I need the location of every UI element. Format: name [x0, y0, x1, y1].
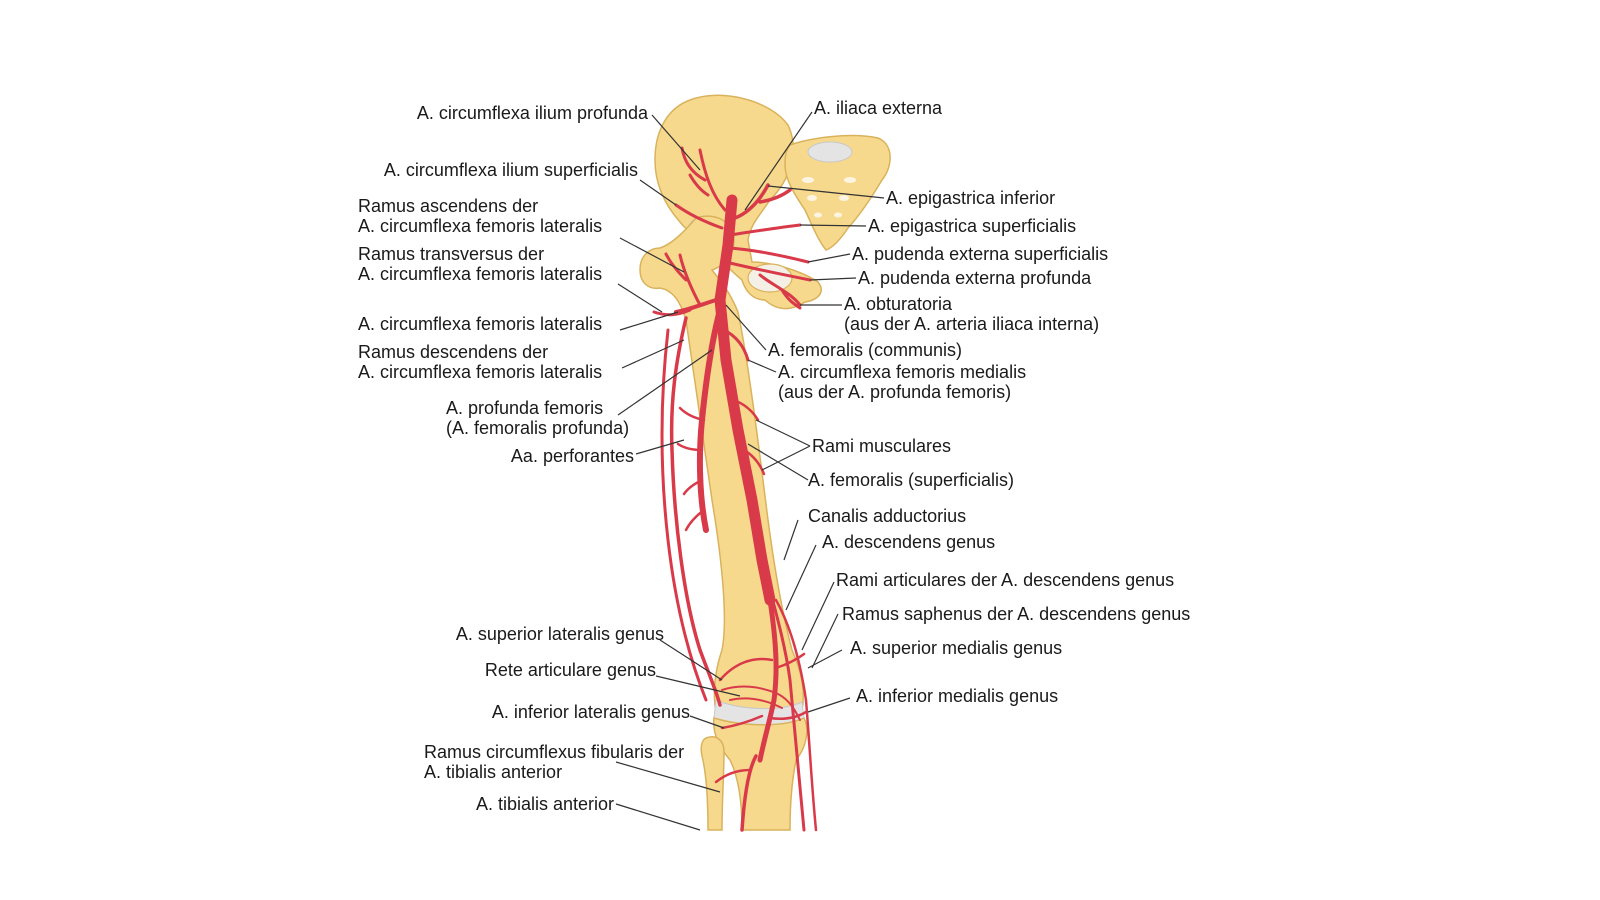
label-ramus-descendens-line1: Ramus descendens der: [358, 342, 548, 362]
arteries: [652, 146, 818, 832]
epigastrica-inferior-vessel: [733, 183, 792, 220]
label-pudenda-externa-profunda: A. pudenda externa profunda: [858, 268, 1092, 288]
ramus-descendens-vessel: [669, 316, 722, 707]
inferior-lateralis-genus-vessel: [720, 714, 764, 730]
label-circumflexa-femoris-lateralis: A. circumflexa femoris lateralis: [358, 314, 602, 334]
label-circumflexa-ilium-superficialis: A. circumflexa ilium superficialis: [384, 160, 638, 180]
label-inferior-medialis-genus: A. inferior medialis genus: [856, 686, 1058, 706]
label-ramus-transversus-line1: Ramus transversus der: [358, 244, 544, 264]
label-profunda-femoris-line2: (A. femoralis profunda): [446, 418, 629, 438]
label-ramus-ascendens-line2: A. circumflexa femoris lateralis: [358, 216, 602, 236]
labels: A. circumflexa ilium profunda A. iliaca …: [358, 98, 1190, 814]
popliteal-vessel: [757, 597, 779, 763]
lateral-long-vessel: [660, 328, 708, 702]
label-epigastrica-superficialis: A. epigastrica superficialis: [868, 216, 1076, 236]
superior-lateralis-genus-vessel: [718, 657, 774, 682]
label-canalis-adductorius: Canalis adductorius: [808, 506, 966, 526]
label-inferior-lateralis-genus: A. inferior lateralis genus: [492, 702, 690, 722]
label-ramus-ascendens-line1: Ramus ascendens der: [358, 196, 538, 216]
epigastrica-superficialis-vessel: [728, 223, 802, 237]
ramus-transversus-vessel: [652, 308, 692, 317]
label-rami-musculares: Rami musculares: [812, 436, 951, 456]
label-circumflexa-femoris-medialis-line2: (aus der A. profunda femoris): [778, 382, 1011, 402]
label-circumflexa-femoris-medialis-line1: A. circumflexa femoris medialis: [778, 362, 1026, 382]
ramus-saphenus-vessel: [774, 598, 818, 832]
tibialis-anterior-vessel: [740, 754, 758, 832]
label-superior-medialis-genus: A. superior medialis genus: [850, 638, 1062, 658]
tibia-bone: [712, 717, 808, 831]
circumflexa-femoris-lateralis-vessel: [674, 298, 718, 314]
label-rami-articulares: Rami articulares der A. descendens genus: [836, 570, 1174, 590]
label-profunda-femoris-line1: A. profunda femoris: [446, 398, 603, 418]
inferior-medialis-genus-vessel: [768, 710, 808, 720]
pudenda-externa-superficialis-vessel: [728, 246, 810, 264]
label-femoralis-communis: A. femoralis (communis): [768, 340, 962, 360]
rete-articulare-vessels: [721, 685, 801, 721]
obturatoria-vessel: [758, 273, 802, 310]
main-artery-trunk: [714, 194, 776, 606]
pudenda-externa-profunda-vessel: [724, 260, 812, 282]
label-epigastrica-inferior: A. epigastrica inferior: [886, 188, 1055, 208]
ramus-circumflexus-fibularis-vessel: [714, 768, 752, 784]
label-ramus-circumflexus-line2: A. tibialis anterior: [424, 762, 562, 782]
descendens-genus-vessel: [768, 588, 806, 832]
label-ramus-circumflexus-line1: Ramus circumflexus fibularis der: [424, 742, 684, 762]
circumflexa-femoris-medialis-vessel: [722, 328, 750, 362]
rami-musculares-vessels: [732, 398, 766, 476]
label-circumflexa-ilium-profunda: A. circumflexa ilium profunda: [417, 103, 649, 123]
label-rete-articulare-genus: Rete articulare genus: [485, 660, 656, 680]
label-superior-lateralis-genus: A. superior lateralis genus: [456, 624, 664, 644]
label-descendens-genus: A. descendens genus: [822, 532, 995, 552]
label-ramus-saphenus: Ramus saphenus der A. descendens genus: [842, 604, 1190, 624]
label-femoralis-superficialis: A. femoralis (superficialis): [808, 470, 1014, 490]
leader-lines: [615, 111, 885, 831]
label-ramus-transversus-line2: A. circumflexa femoris lateralis: [358, 264, 602, 284]
label-aa-perforantes: Aa. perforantes: [511, 446, 634, 466]
sacral-disc: [807, 141, 853, 163]
perforantes-vessels: [676, 406, 706, 532]
circumflexa-ilium-superficialis-vessel: [674, 203, 724, 230]
label-pudenda-externa-superficialis: A. pudenda externa superficialis: [852, 244, 1108, 264]
superior-medialis-genus-vessel: [774, 652, 806, 670]
fibula-bone: [700, 736, 725, 831]
label-ramus-descendens-line2: A. circumflexa femoris lateralis: [358, 362, 602, 382]
label-obturatoria-line1: A. obturatoria: [844, 294, 953, 314]
sacral-foramina: [802, 177, 856, 218]
label-iliaca-externa: A. iliaca externa: [814, 98, 943, 118]
label-tibialis-anterior: A. tibialis anterior: [476, 794, 614, 814]
label-obturatoria-line2: (aus der A. arteria iliaca interna): [844, 314, 1099, 334]
